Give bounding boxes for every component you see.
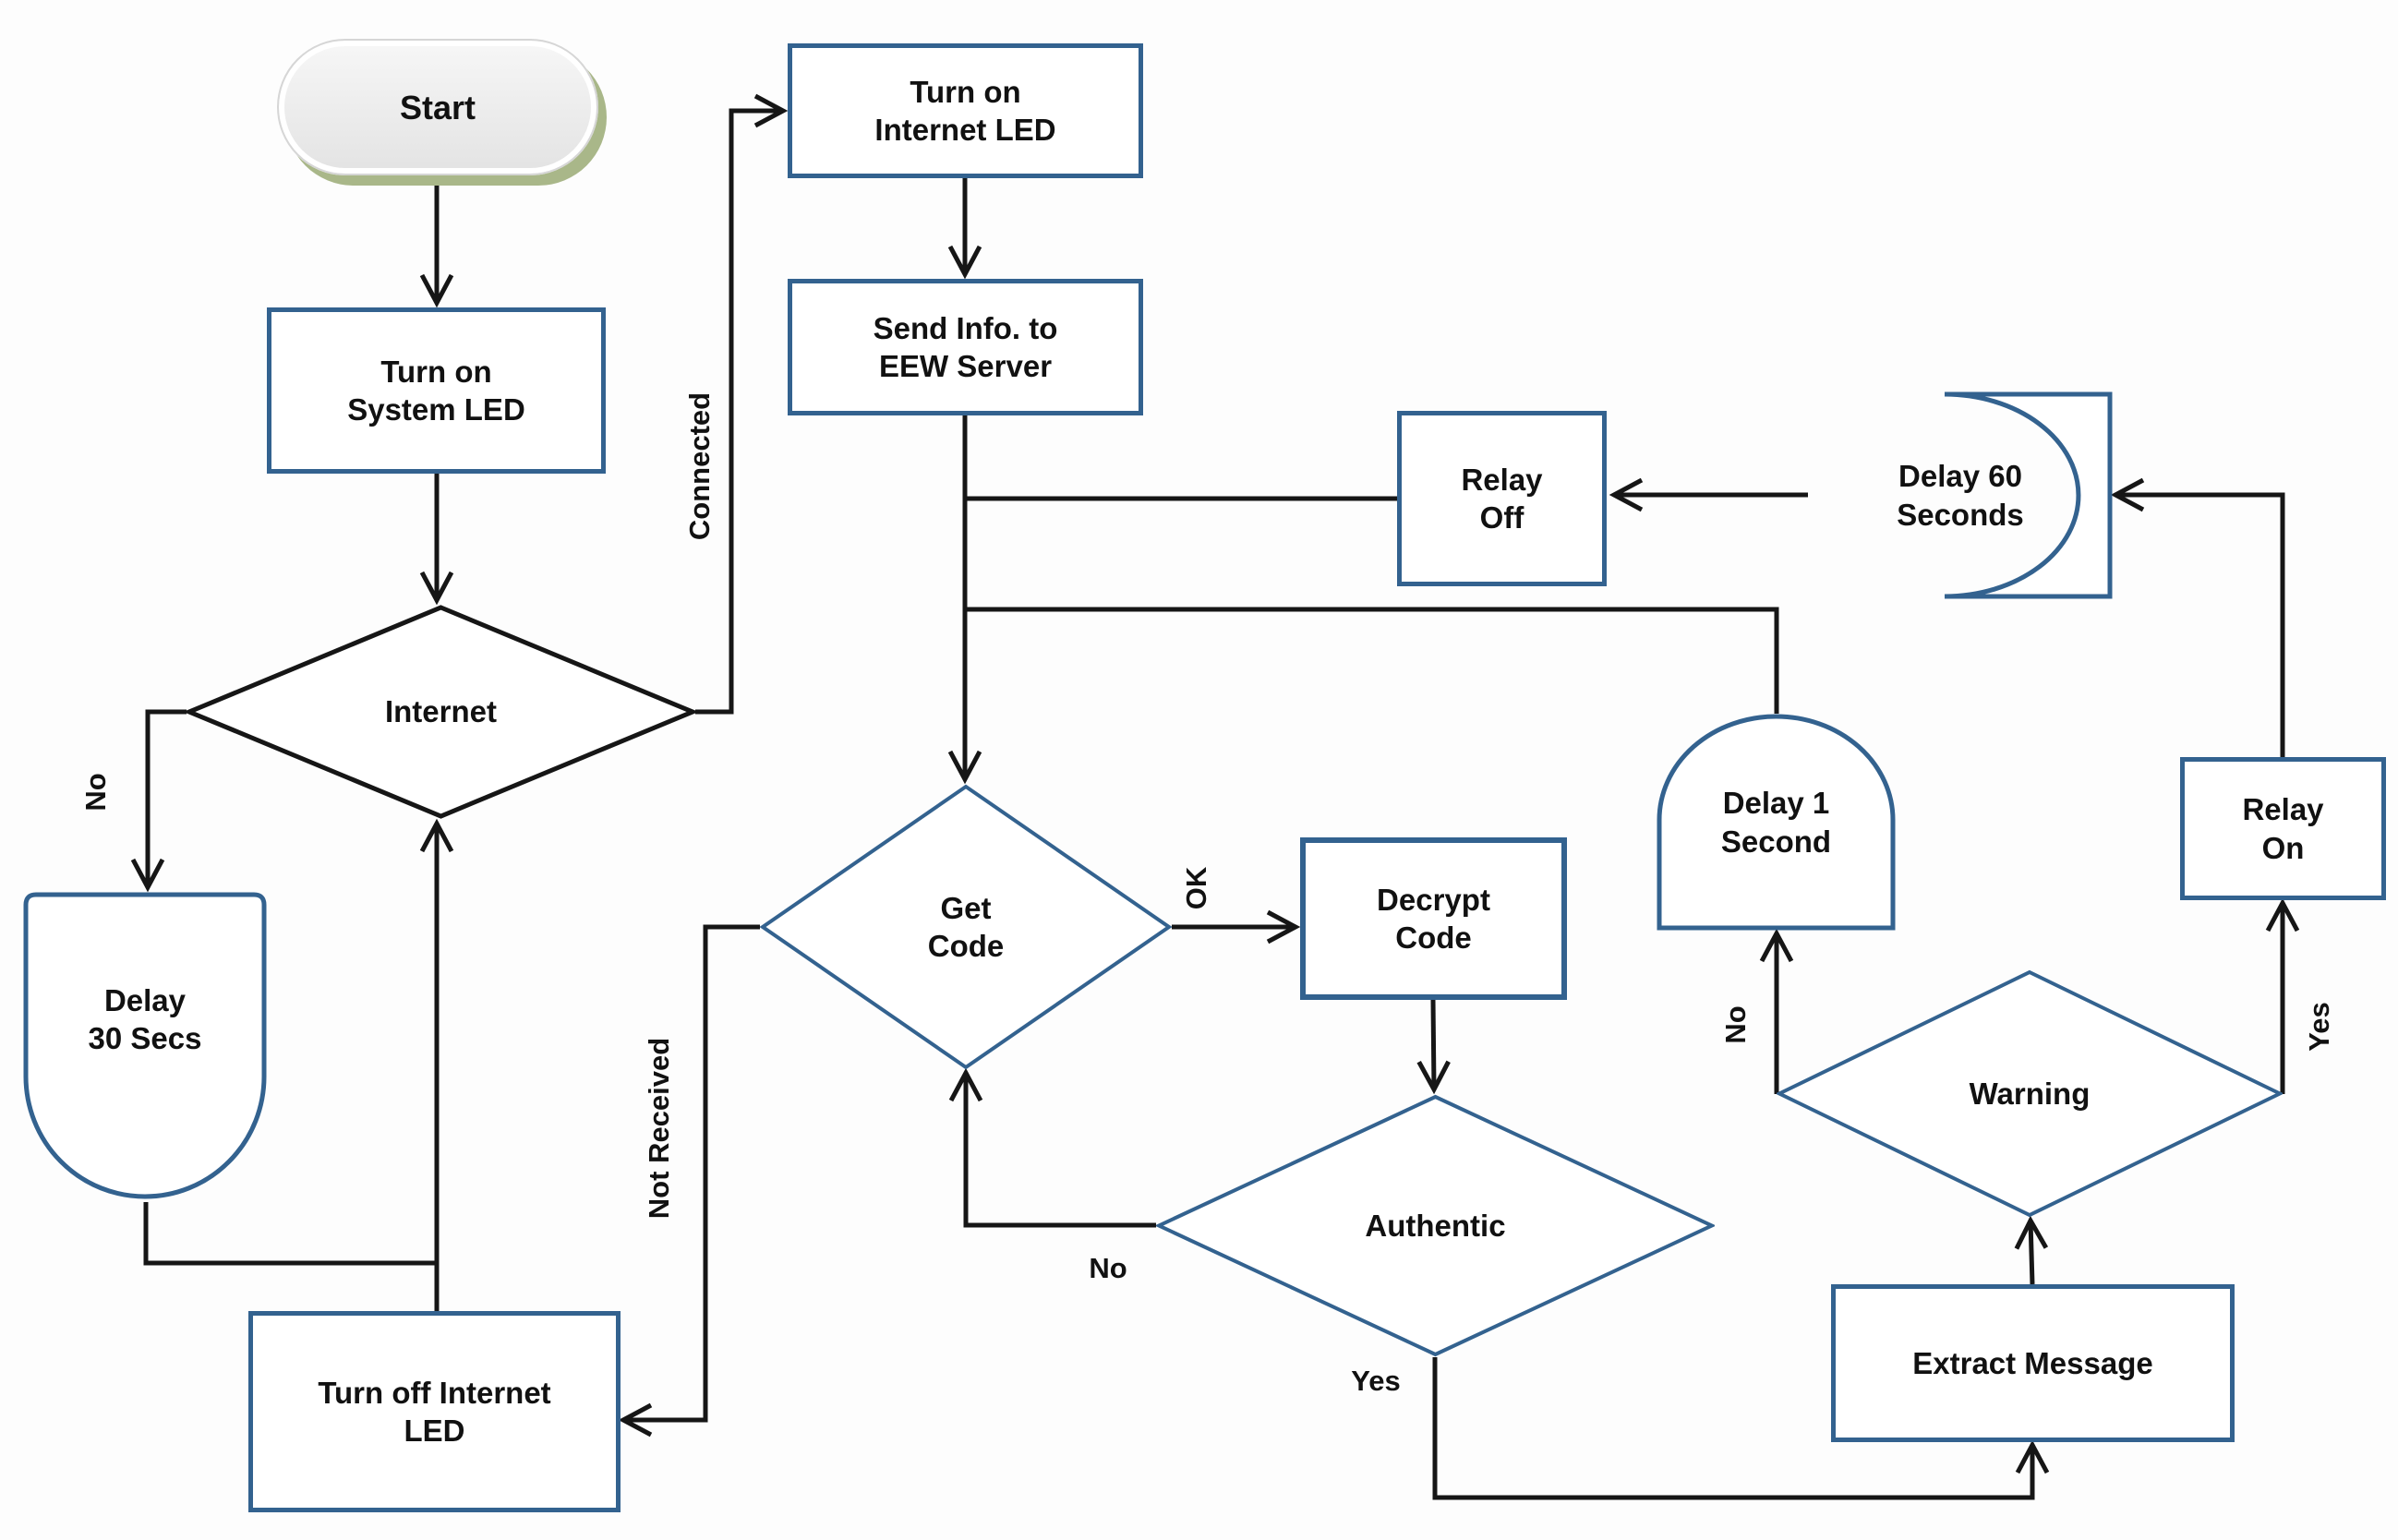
node-internet: Internet: [187, 605, 695, 819]
delay-1-shape: [1657, 714, 1896, 931]
edge-label-connected: Connected: [683, 391, 716, 541]
edge-decrypt-to-authentic: [1416, 999, 1451, 1095]
edge-get-code-not-received: [618, 924, 760, 1438]
edge-relay-on-to-delay60: [2110, 477, 2285, 757]
edge-authentic-yes-to-extract: [1432, 1357, 2050, 1500]
edge-internet-connected-to-internet-led: [695, 93, 789, 715]
edge-authentic-no-to-get-code: [948, 1067, 1156, 1228]
edge-label-authentic-no: No: [1089, 1252, 1127, 1284]
node-get-code: Get Code: [760, 784, 1172, 1070]
node-turn-off-internet-led-label: Turn off Internet LED: [318, 1375, 551, 1448]
node-relay-off-label: Relay Off: [1461, 462, 1543, 535]
edge-label-warning-yes: Yes: [2303, 1002, 2335, 1052]
node-turn-on-internet-led: Turn on Internet LED: [788, 43, 1143, 178]
node-authentic-label: Authentic: [1365, 1208, 1506, 1243]
edge-label-not-received: Not Received: [643, 1037, 675, 1220]
edge-delay30-return: [143, 1202, 437, 1266]
node-relay-on-label: Relay On: [2242, 792, 2324, 865]
node-delay-1-second: Delay 1 Second: [1657, 714, 1896, 931]
node-turn-off-internet-led: Turn off Internet LED: [248, 1311, 621, 1512]
node-get-code-label: Get Code: [927, 890, 1005, 963]
delay-30-shape: [23, 892, 267, 1199]
node-delay-60-seconds: Delay 60 Seconds: [1808, 391, 2113, 599]
node-turn-on-system-led: Turn on System LED: [267, 307, 606, 474]
node-start: Start: [277, 39, 598, 175]
node-internet-label: Internet: [384, 694, 497, 729]
internet-diamond-shape: [187, 605, 695, 819]
node-start-label: Start: [399, 88, 476, 126]
node-relay-off: Relay Off: [1397, 411, 1607, 586]
node-delay-1-second-label: Delay 1 Second: [1720, 786, 1832, 859]
node-extract-message: Extract Message: [1831, 1284, 2235, 1442]
node-delay-30-secs: Delay 30 Secs: [23, 892, 267, 1202]
node-relay-on: Relay On: [2180, 757, 2386, 900]
edge-label-authentic-yes: Yes: [1351, 1365, 1401, 1397]
edge-internet-no-to-delay30: [130, 709, 187, 893]
authentic-diamond-shape: [1156, 1094, 1715, 1357]
delay-60-shape: [1944, 391, 2113, 599]
node-send-info-eew-label: Send Info. to EEW Server: [873, 310, 1058, 383]
get-code-diamond-shape: [760, 784, 1172, 1070]
node-delay-30-secs-label: Delay 30 Secs: [88, 982, 202, 1055]
node-warning: Warning: [1777, 969, 2283, 1218]
node-authentic: Authentic: [1156, 1094, 1715, 1357]
node-turn-on-internet-led-label: Turn on Internet LED: [874, 74, 1056, 147]
edge-label-warning-no: No: [1719, 1005, 1752, 1044]
node-decrypt-code: Decrypt Code: [1300, 837, 1567, 1000]
node-send-info-eew: Send Info. to EEW Server: [788, 279, 1143, 415]
warning-diamond-shape: [1777, 969, 2283, 1218]
node-turn-on-system-led-label: Turn on System LED: [347, 354, 525, 427]
node-delay-60-seconds-label: Delay 60 Seconds: [1897, 459, 2024, 532]
node-decrypt-code-label: Decrypt Code: [1377, 882, 1490, 955]
node-extract-message-label: Extract Message: [1912, 1345, 2153, 1380]
node-warning-label: Warning: [1969, 1076, 2091, 1111]
edge-label-ok: OK: [1180, 866, 1212, 910]
edge-extract-to-warning: [2014, 1215, 2049, 1285]
edge-delay1-return: [965, 607, 1779, 714]
edge-label-internet-no: No: [79, 773, 112, 812]
